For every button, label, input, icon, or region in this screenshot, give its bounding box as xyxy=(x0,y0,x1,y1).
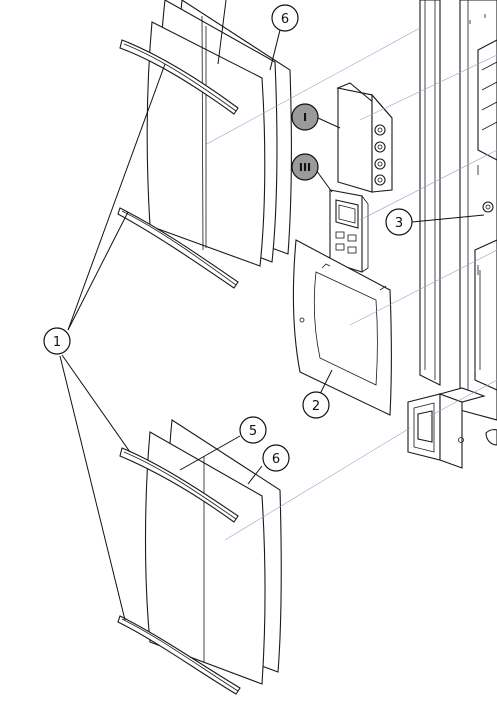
leader-panel-top-6 xyxy=(269,29,281,71)
svg-text:III: III xyxy=(299,161,311,174)
svg-text:6: 6 xyxy=(272,452,280,467)
callout-one-leaders xyxy=(59,63,166,621)
leader-top-panel xyxy=(217,0,227,65)
chassis-frame xyxy=(419,0,497,421)
control-module-three xyxy=(329,189,369,273)
leader-panel-front xyxy=(179,435,241,471)
callout-panel-back-bottom: 6 xyxy=(262,444,290,472)
bottom-handle-rail xyxy=(119,447,239,523)
svg-text:6: 6 xyxy=(281,12,289,27)
door-window-panel xyxy=(292,239,393,416)
svg-text:3: 3 xyxy=(395,216,403,231)
callout-door-window: 2 xyxy=(302,391,330,419)
svg-text:5: 5 xyxy=(249,424,257,439)
callout-panel-front: 5 xyxy=(239,416,267,444)
callout-connector: 3 xyxy=(385,208,413,236)
assembly-reference-lines xyxy=(204,27,497,541)
callout-panel-back-top: 6 xyxy=(271,4,299,32)
badge-module-three: III xyxy=(291,153,319,181)
top-handle-rail xyxy=(119,39,239,115)
callout-handle-group: 1 xyxy=(43,327,71,355)
bottom-trim-bar xyxy=(117,615,241,695)
leader-module-one xyxy=(317,117,341,129)
bottom-panel-stack xyxy=(144,419,282,685)
leader-door xyxy=(319,369,333,395)
badge-module-one: I xyxy=(291,103,319,131)
leader-panel-back xyxy=(247,465,263,485)
leader-connector xyxy=(411,214,485,223)
svg-text:I: I xyxy=(303,111,307,124)
leader-module-three xyxy=(315,169,333,193)
svg-text:2: 2 xyxy=(312,399,320,414)
svg-text:1: 1 xyxy=(53,335,61,350)
middle-trim-bar xyxy=(117,207,239,289)
bottom-bracket-unit xyxy=(407,387,497,469)
top-panel-stack xyxy=(146,0,292,267)
control-module-one xyxy=(336,82,393,193)
